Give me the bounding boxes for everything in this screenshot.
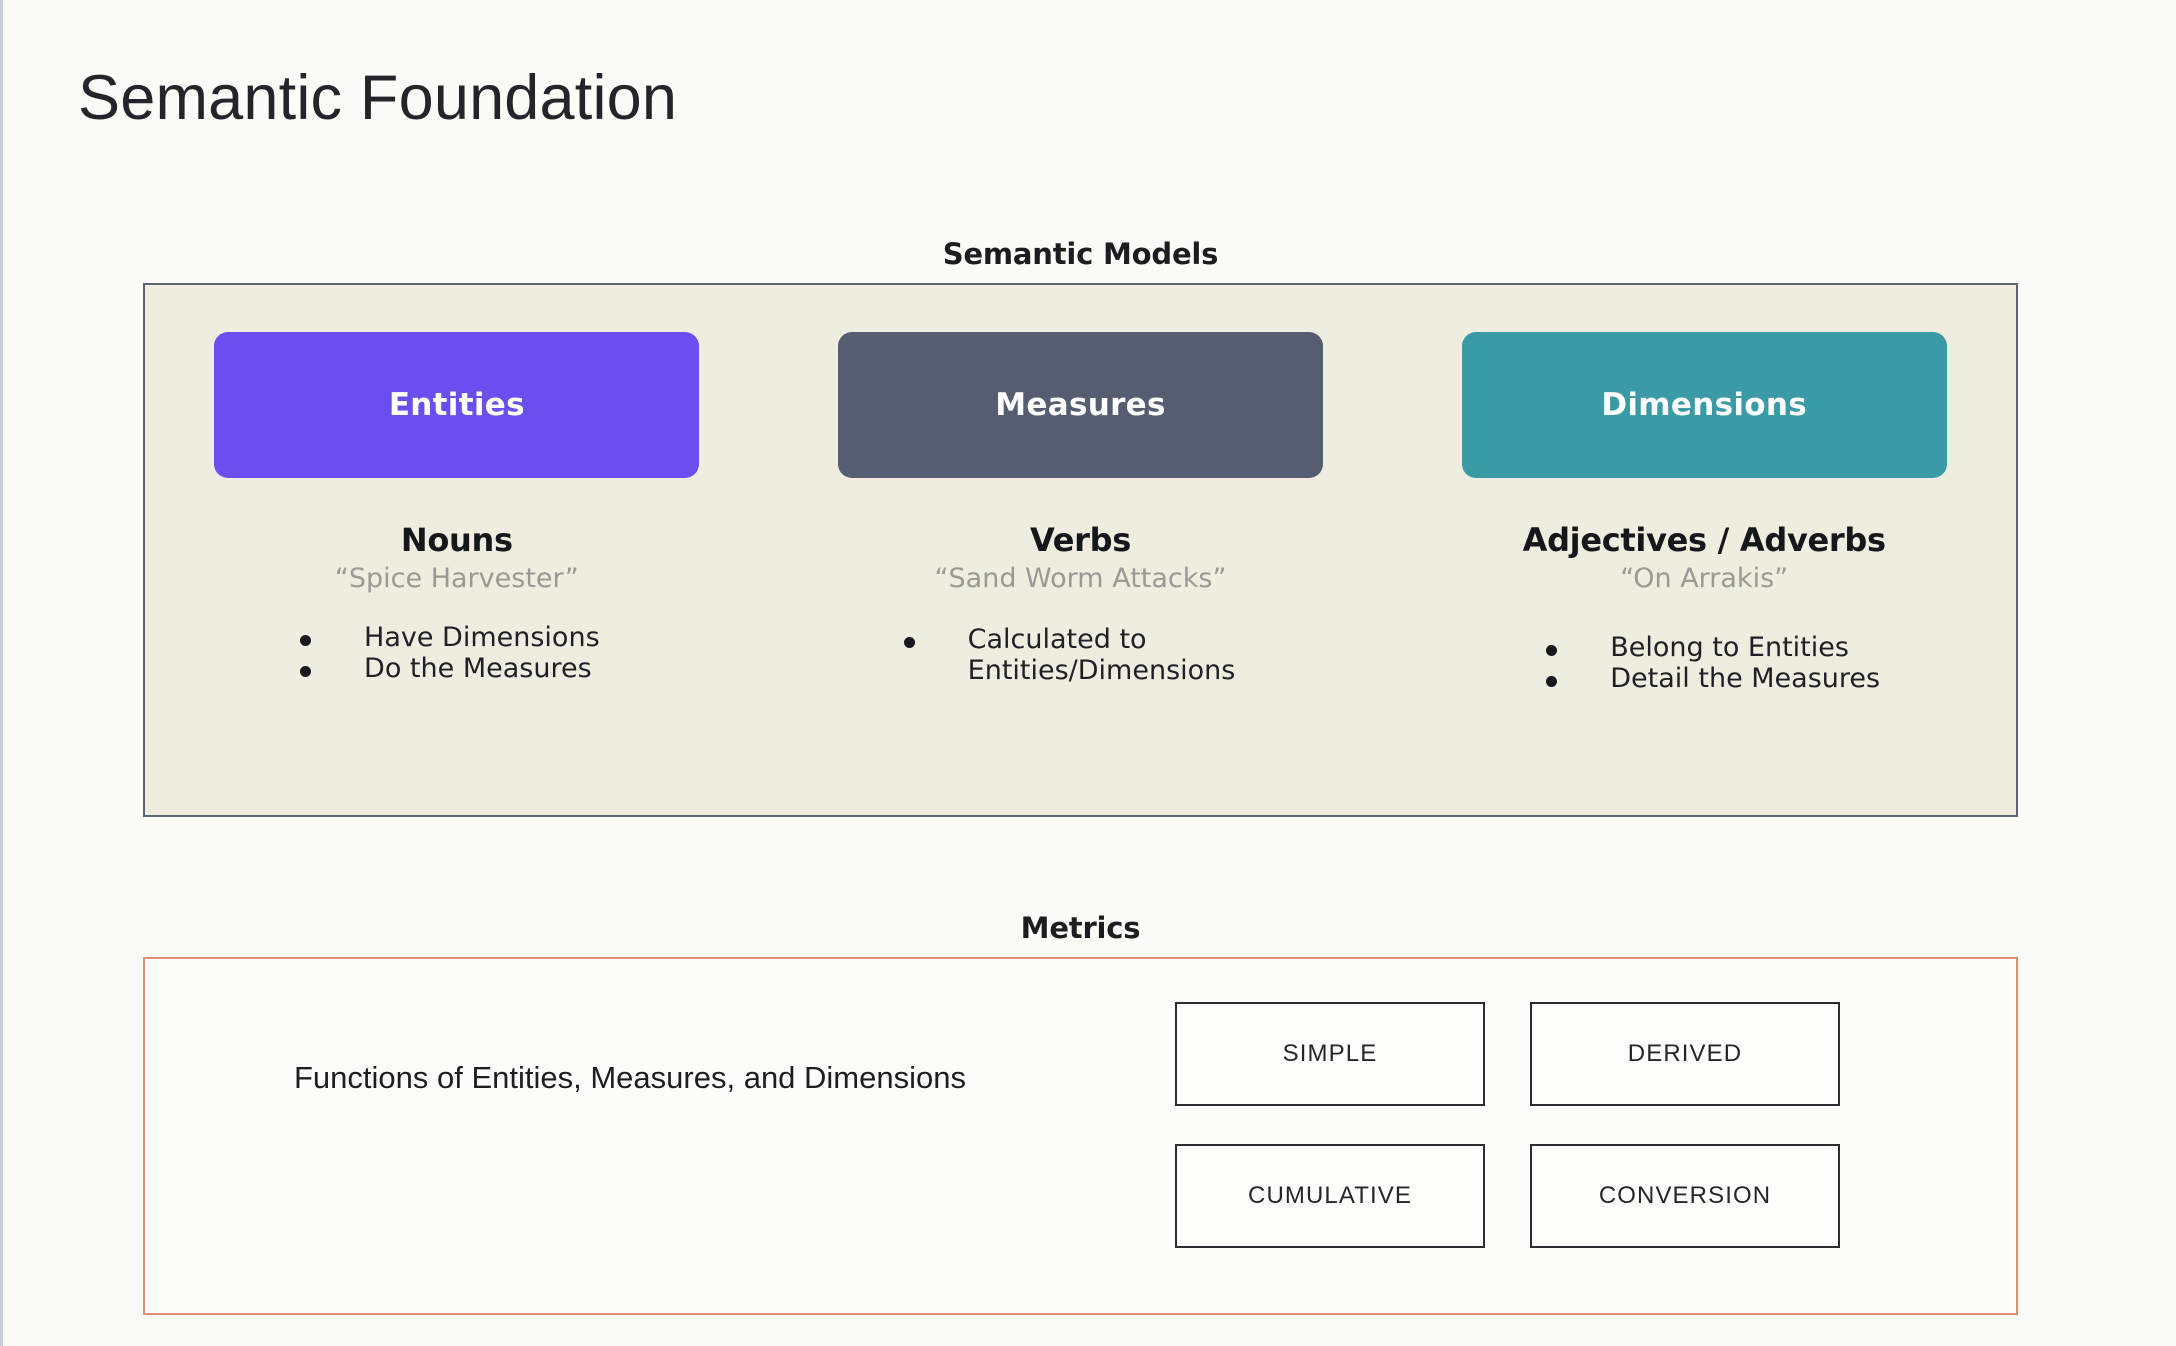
bullet-list-entities: Have Dimensions Do the Measures	[292, 623, 600, 685]
example-quote-dimensions: “On Arrakis”	[1620, 562, 1789, 594]
metrics-heading: Metrics	[1020, 911, 1141, 945]
semantic-models-columns: Entities Nouns “Spice Harvester” Have Di…	[145, 285, 2016, 815]
semantic-column-dimensions: Dimensions Adjectives / Adverbs “On Arra…	[1392, 285, 2016, 815]
metric-type-cumulative[interactable]: CUMULATIVE	[1175, 1144, 1485, 1248]
semantic-column-measures: Measures Verbs “Sand Worm Attacks” Calcu…	[769, 285, 1393, 815]
semantic-models-panel: Entities Nouns “Spice Harvester” Have Di…	[143, 283, 2018, 817]
list-item-line-1: Calculated to	[967, 624, 1147, 656]
metrics-description: Functions of Entities, Measures, and Dim…	[294, 1060, 966, 1095]
part-of-speech-adjectives-adverbs: Adjectives / Adverbs	[1522, 521, 1886, 559]
list-item: Do the Measures	[292, 653, 600, 685]
list-item: Calculated to Entities/Dimensions	[896, 624, 1236, 687]
example-quote-entities: “Spice Harvester”	[334, 562, 579, 594]
bullet-list-dimensions: Belong to Entities Detail the Measures	[1538, 633, 1880, 695]
bullet-list-measures: Calculated to Entities/Dimensions	[896, 624, 1236, 687]
metric-type-simple[interactable]: SIMPLE	[1175, 1002, 1485, 1106]
page-title: Semantic Foundation	[78, 63, 678, 133]
pill-dimensions[interactable]: Dimensions	[1461, 332, 1947, 478]
list-item: Have Dimensions	[292, 623, 600, 654]
part-of-speech-nouns: Nouns	[400, 521, 513, 559]
list-item: Belong to Entities	[1538, 633, 1880, 664]
metric-type-derived[interactable]: DERIVED	[1530, 1002, 1840, 1106]
metric-type-conversion[interactable]: CONVERSION	[1530, 1144, 1840, 1248]
pill-entities[interactable]: Entities	[214, 332, 700, 478]
pill-measures[interactable]: Measures	[838, 332, 1323, 478]
example-quote-measures: “Sand Worm Attacks”	[934, 562, 1227, 594]
semantic-column-entities: Entities Nouns “Spice Harvester” Have Di…	[145, 285, 769, 815]
part-of-speech-verbs: Verbs	[1030, 521, 1131, 559]
semantic-models-heading: Semantic Models	[942, 237, 1219, 271]
metrics-panel: Functions of Entities, Measures, and Dim…	[143, 957, 2018, 1315]
left-edge-strip	[0, 0, 3, 1346]
list-item-line-2: Entities/Dimensions	[967, 655, 1236, 687]
list-item: Detail the Measures	[1538, 663, 1880, 695]
metric-type-grid: SIMPLE DERIVED CUMULATIVE CONVERSION	[1175, 1002, 1840, 1248]
